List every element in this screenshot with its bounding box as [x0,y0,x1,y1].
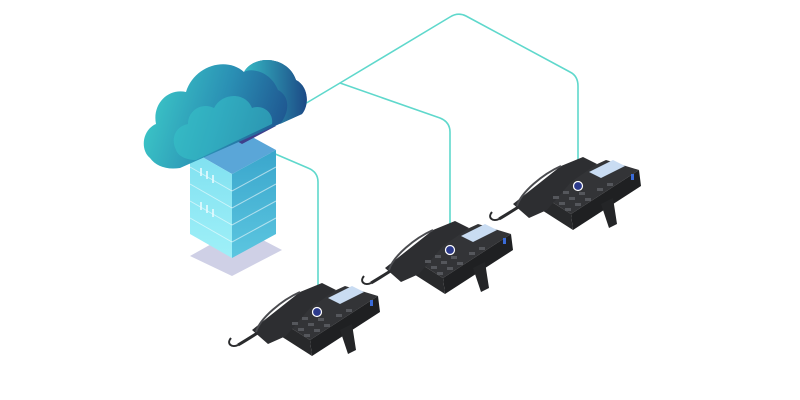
ip-desk-phone-1 [228,283,380,356]
phone-body-icon [228,283,380,356]
phone-body-icon [361,221,513,294]
link-phone-2 [287,82,451,250]
ip-desk-phone-3 [489,157,641,230]
phone-body-icon [489,157,641,230]
ip-desk-phone-2 [361,221,513,294]
connection-lines [265,13,579,312]
cloud-icon [143,60,307,169]
link-phone-3 [339,13,579,187]
link-phone-1 [265,149,319,312]
